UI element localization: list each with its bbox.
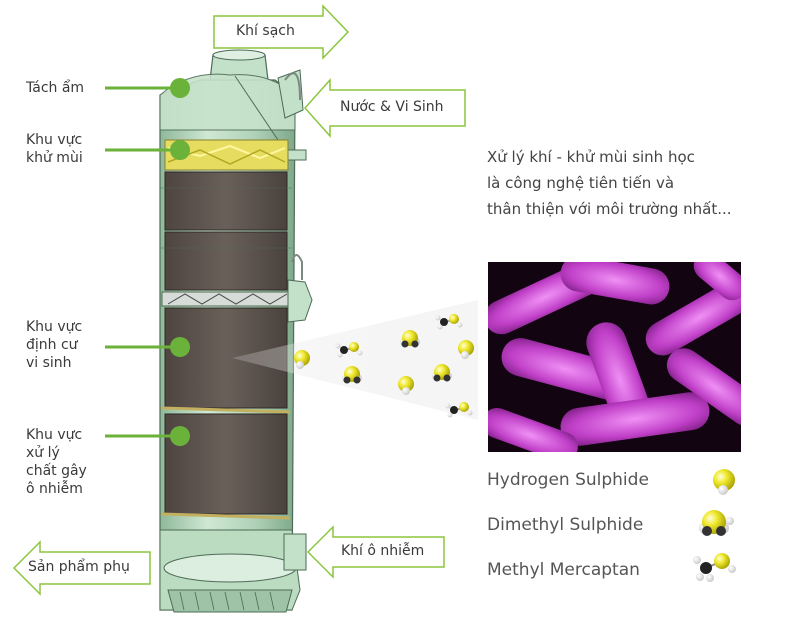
dms-molecule-icon <box>432 364 452 382</box>
clean-air-arrow <box>213 4 350 60</box>
legend-h2s-icon <box>713 469 735 495</box>
byproduct-label: Sản phẩm phụ <box>28 559 130 575</box>
dms-molecule-icon <box>400 330 420 348</box>
h2s-molecule-icon <box>458 340 474 359</box>
legend-methyl-mercaptan: Methyl Mercaptan <box>487 560 640 580</box>
methyl-mercaptan-molecule-icon <box>335 342 363 358</box>
h2s-molecule-icon <box>398 376 414 395</box>
h2s-molecule-icon <box>294 350 310 369</box>
zone-label-deodorizing: Khu vực khử mùi <box>26 132 83 166</box>
floating-molecules <box>294 314 474 418</box>
dms-molecule-icon <box>342 366 362 384</box>
water-microbes-label: Nước & Vi Sinh <box>340 99 444 115</box>
legend-dimethyl-sulphide: Dimethyl Sulphide <box>487 515 644 535</box>
description-line: Xử lý khí - khử mùi sinh học <box>487 148 695 166</box>
bacteria-microscope-image <box>488 262 741 452</box>
methyl-mercaptan-molecule-icon <box>435 314 463 330</box>
scrubber-tower <box>159 49 313 613</box>
legend-hydrogen-sulphide: Hydrogen Sulphide <box>487 470 649 490</box>
clean-air-label: Khí sạch <box>236 23 295 39</box>
polluted-air-arrow <box>306 525 445 579</box>
zone-callouts <box>105 78 190 446</box>
legend-dms-icon <box>699 510 734 536</box>
legend-methyl-mercaptan-icon <box>693 553 736 582</box>
zoom-cone <box>232 300 478 420</box>
description-line: thân thiện với môi trường nhất... <box>487 200 732 218</box>
zone-label-microbe-settling: Khu vực định cư vi sinh <box>26 319 83 371</box>
description-line: là công nghệ tiên tiến và <box>487 174 675 192</box>
description-text: Xử lý khí - khử mùi sinh học là công ngh… <box>487 144 777 222</box>
zone-label-demister: Tách ẩm <box>26 80 85 96</box>
byproduct-arrow <box>12 540 151 596</box>
zone-label-pollutant-treatment: Khu vực xử lý chất gây ô nhiễm <box>26 427 87 497</box>
methyl-mercaptan-molecule-icon <box>445 402 473 418</box>
water-microbes-arrow <box>303 78 466 138</box>
polluted-air-label: Khí ô nhiễm <box>341 543 425 559</box>
